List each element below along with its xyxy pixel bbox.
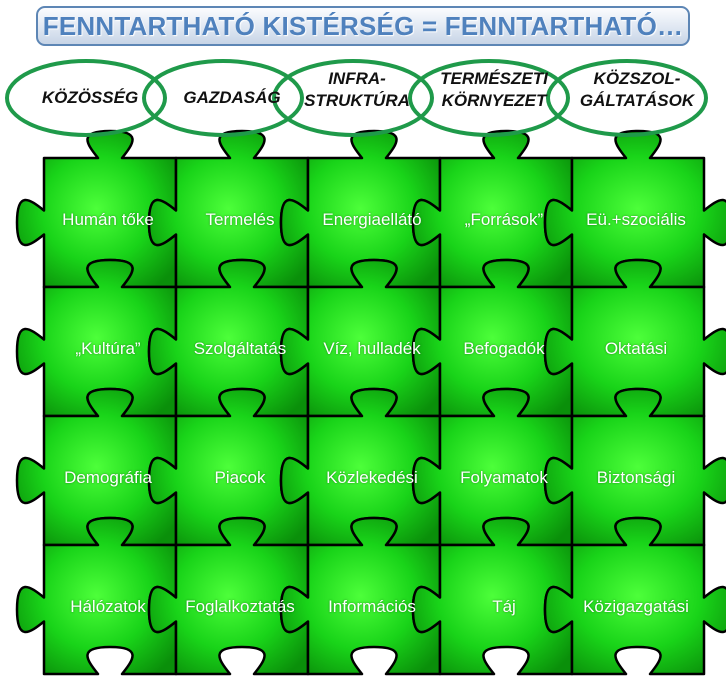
cell-label-r3-c3: Közlekedési xyxy=(326,468,418,487)
cell-label-r3-c2: Piacok xyxy=(214,468,266,487)
title-banner: FENNTARTHATÓ KISTÉRSÉG = FENNTARTHATÓ… xyxy=(36,6,690,46)
column-header-line: TERMÉSZETI xyxy=(440,69,548,88)
column-header-1: KÖZÖSSÉG xyxy=(42,87,138,109)
column-oval-2 xyxy=(142,59,304,137)
cell-label-r1-c4: „Források” xyxy=(464,210,544,229)
column-header-line: STRUKTÚRA xyxy=(304,91,410,110)
column-oval-3 xyxy=(272,59,434,137)
cell-label-r2-c4: Befogadók xyxy=(463,339,545,358)
column-header-line: GAZDASÁG xyxy=(183,88,281,107)
cell-label-r4-c5: Közigazgatási xyxy=(583,597,689,616)
cell-label-r2-c2: Szolgáltatás xyxy=(193,339,287,358)
column-header-line: KÖZSZOL- xyxy=(593,69,681,88)
cell-label-r1-c5: Eü.+szociális xyxy=(586,210,686,229)
column-oval-1 xyxy=(5,59,167,137)
cell-label-r1-c1: Humán tőke xyxy=(62,210,154,229)
cell-label-r3-c1: Demográfia xyxy=(64,468,152,487)
cell-label-r3-c4: Folyamatok xyxy=(460,468,548,487)
column-header-4: TERMÉSZETI KÖRNYEZET xyxy=(440,68,548,112)
column-header-line: KÖRNYEZET xyxy=(441,91,547,110)
column-header-5: KÖZSZOL- GÁLTATÁSOK xyxy=(580,68,694,112)
column-oval-4 xyxy=(408,59,570,137)
cell-label-r1-c2: Termelés xyxy=(205,210,275,229)
title-text: FENNTARTHATÓ KISTÉRSÉG = FENNTARTHATÓ… xyxy=(42,10,684,41)
cell-label-r1-c3: Energiaellátó xyxy=(322,210,422,229)
cell-label-r4-c3: Információs xyxy=(328,597,416,616)
column-oval-5 xyxy=(546,59,708,137)
column-header-line: GÁLTATÁSOK xyxy=(579,91,695,110)
cell-label-r4-c4: Táj xyxy=(492,597,516,616)
cell-label-r2-c3: Víz, hulladék xyxy=(323,339,421,358)
column-header-2: GAZDASÁG xyxy=(183,87,280,109)
cell-label-r2-c5: Oktatási xyxy=(604,339,668,358)
puzzle-piece-r4-c5 xyxy=(543,516,726,676)
cell-label-r3-c5: Biztonsági xyxy=(596,468,676,487)
column-header-line: INFRA- xyxy=(328,69,386,88)
column-header-3: INFRA- STRUKTÚRA xyxy=(304,68,410,112)
column-header-line: KÖZÖSSÉG xyxy=(41,88,139,107)
cell-label-r4-c1: Hálózatok xyxy=(70,597,146,616)
cell-label-r4-c2: Foglalkoztatás xyxy=(185,597,295,616)
cell-label-r2-c1: „Kultúra” xyxy=(75,339,141,358)
